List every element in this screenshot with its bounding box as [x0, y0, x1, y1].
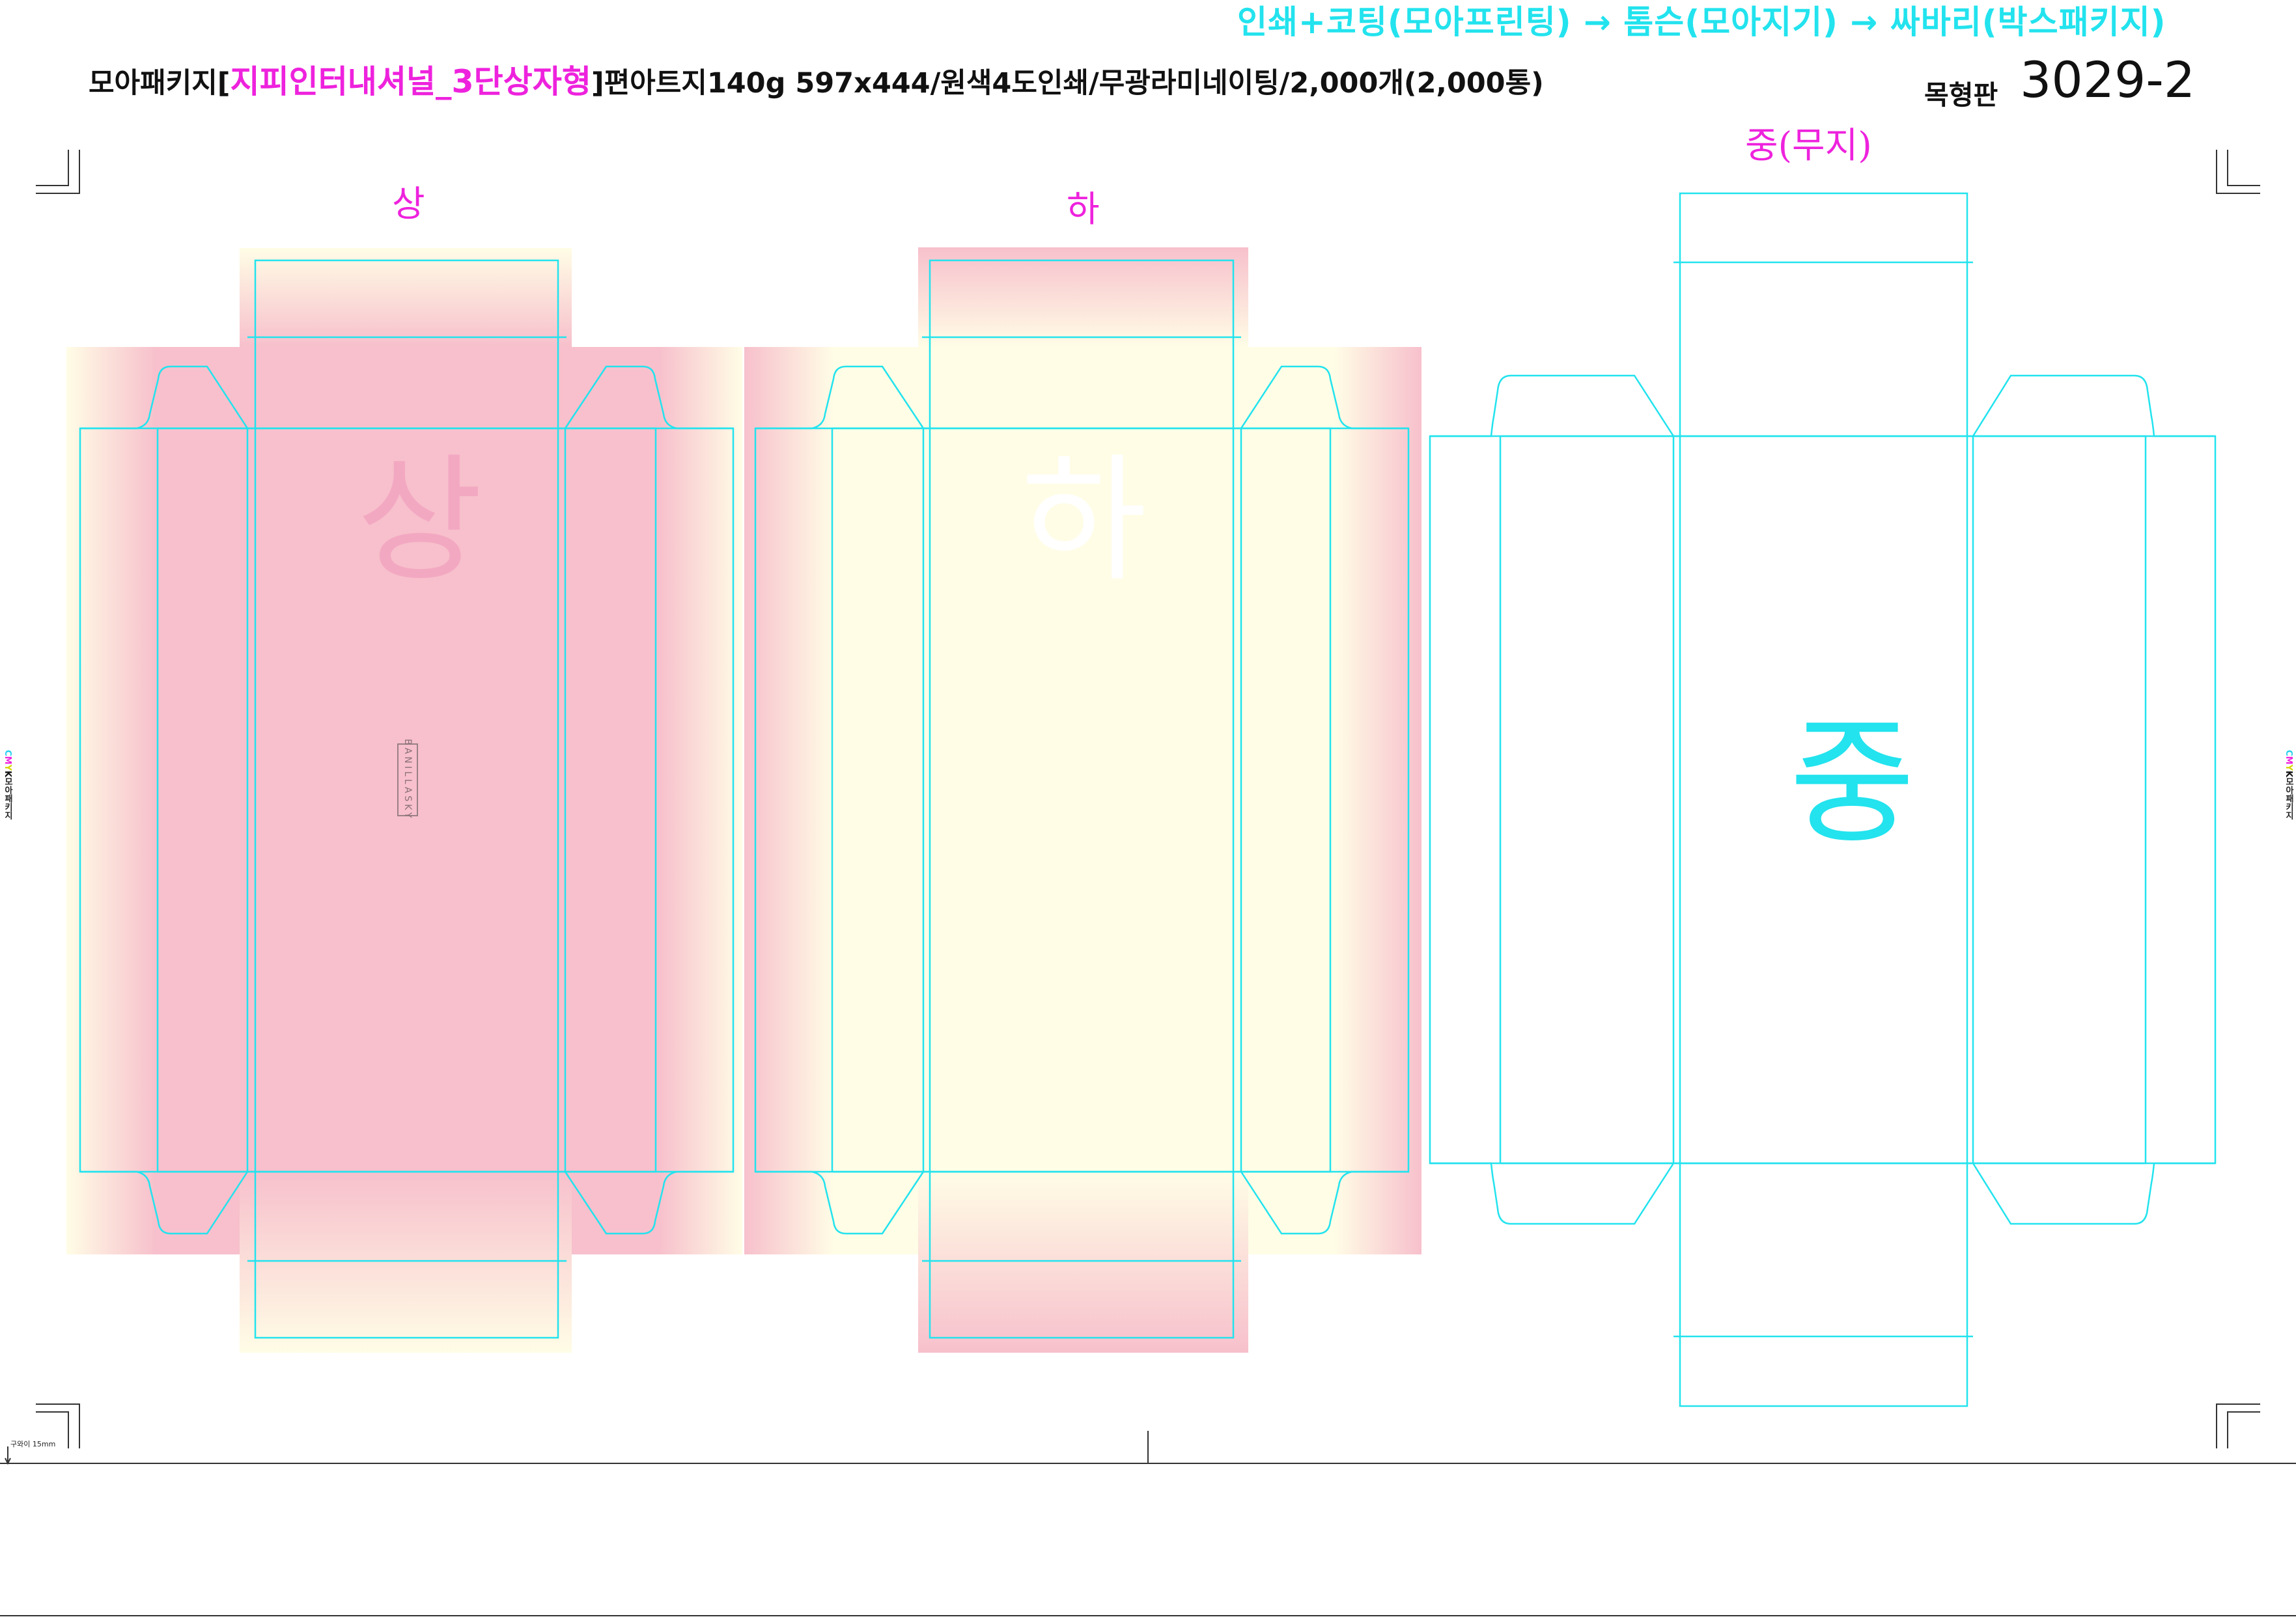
spec-prefix: 모아패키지[	[89, 67, 231, 100]
die-board-label: 목형판	[1924, 79, 1998, 111]
panel-middle-title: 중(무지)	[1745, 124, 1872, 166]
panel-bottom-fill	[744, 247, 1421, 1353]
cmyk-mark-left: CMYK모아패키지	[3, 750, 12, 820]
panel-top-title: 상	[392, 183, 425, 225]
spec-product: 지피인터내셔널_3단상자형	[230, 63, 591, 100]
crop-marks	[36, 150, 2260, 1448]
job-spec: 모아패키지[지피인터내셔널_3단상자형]편아트지140g 597x444/원색4…	[89, 56, 1544, 102]
panel-top-fill	[66, 248, 742, 1353]
process-flow: 인쇄+코팅(모아프린팅) → 톰슨(모아지기) → 싸바리(박스패키지)	[1237, 3, 2166, 41]
cmyk-mark-right: CMYK모아패키지	[2284, 750, 2293, 820]
spec-suffix: ]편아트지140g 597x444/원색4도인쇄/무광라미네이팅/2,000개(…	[591, 67, 1544, 100]
panel-bottom-letter: 하	[1021, 441, 1147, 600]
sheet-rules	[0, 1431, 2296, 1616]
panel-top-dieline	[79, 259, 735, 1339]
panel-bottom-dieline	[754, 259, 1410, 1339]
die-board-number: 3029-2	[2020, 51, 2196, 109]
panel-top-letter: 상	[357, 441, 483, 600]
panel-middle-letter: 중	[1789, 703, 1916, 863]
panel-bottom-title: 하	[1067, 188, 1100, 230]
brand-logo-text: BANILLASKY	[402, 739, 413, 821]
bleed-note: 구와이 15mm	[10, 1440, 56, 1448]
brand-logo: BANILLASKY	[397, 739, 418, 821]
panel-middle-dieline	[1429, 192, 2217, 1407]
